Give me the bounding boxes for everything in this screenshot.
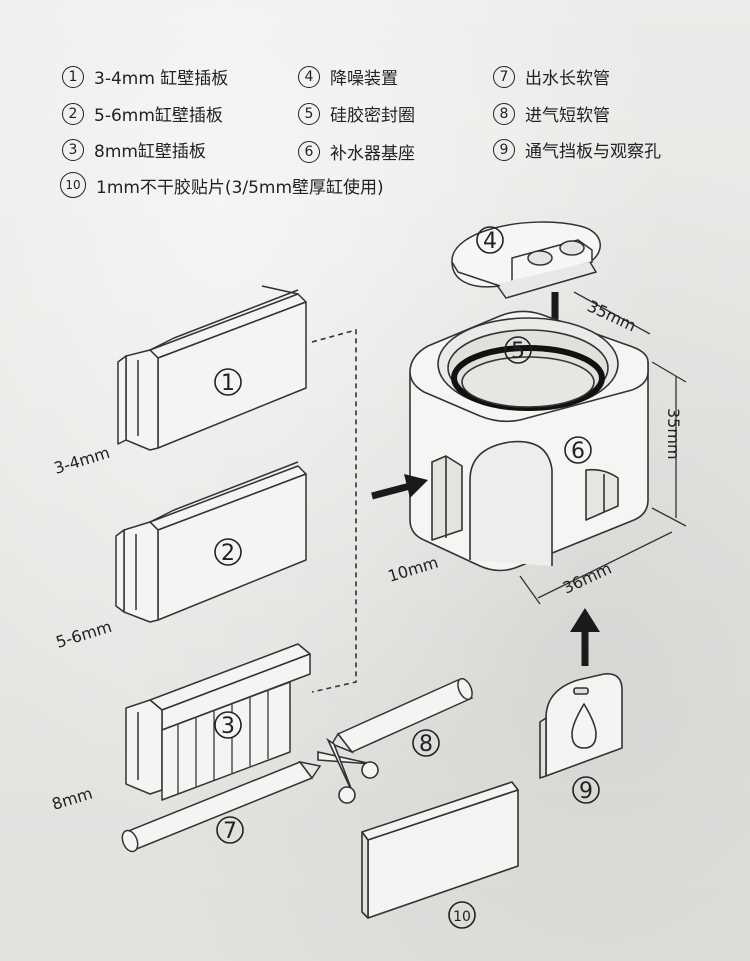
- noise-reducer-cap: [451, 221, 601, 299]
- arrow-head: [570, 608, 600, 632]
- legend-number: 9: [493, 138, 515, 161]
- legend-text: 硅胶密封圈: [330, 106, 415, 126]
- long-outlet-tube: [121, 760, 322, 853]
- legend-number: 8: [493, 102, 515, 125]
- dim-top-depth: 35mm: [584, 296, 639, 335]
- callout-circle: [572, 776, 600, 804]
- callout-circle: [476, 226, 504, 254]
- callout-5: 5: [511, 339, 525, 364]
- legend-number: 1: [62, 65, 84, 88]
- dimension-lines: [519, 291, 687, 605]
- wall-plate-8mm: [125, 643, 311, 801]
- dim-slot: 10mm: [386, 553, 441, 586]
- legend-number: 7: [493, 65, 515, 88]
- callout-1: 1: [221, 371, 235, 396]
- arrow-head: [404, 474, 428, 498]
- wall-plate-5-6mm: [115, 461, 307, 623]
- legend-text: 降噪装置: [330, 69, 398, 89]
- dim-plate-2: 5-6mm: [54, 617, 114, 652]
- legend-item-7: 7 出水长软管: [493, 64, 610, 89]
- legend-item-6: 6 补水器基座: [298, 139, 415, 164]
- callout-circle: [214, 711, 242, 739]
- callout-circle: [412, 729, 440, 757]
- plate-bracket: [311, 328, 357, 693]
- callout-circle: [214, 368, 242, 396]
- legend-text: 8mm缸壁插板: [94, 142, 206, 162]
- legend-item-4: 4 降噪装置: [298, 64, 398, 89]
- dim-plate-3: 8mm: [50, 784, 95, 814]
- callout-4: 4: [483, 229, 497, 254]
- callout-7: 7: [223, 819, 237, 844]
- callout-circle: [504, 336, 532, 364]
- legend-text: 通气挡板与观察孔: [525, 142, 661, 162]
- short-air-tube: [330, 677, 474, 754]
- legend-number: 3: [62, 138, 84, 161]
- legend-text: 出水长软管: [525, 69, 610, 89]
- legend-number: 10: [60, 172, 86, 198]
- callout-2: 2: [221, 541, 235, 566]
- callout-3: 3: [221, 714, 235, 739]
- arrow-right: [371, 482, 411, 500]
- legend-item-1: 1 3-4mm 缸壁插板: [62, 64, 228, 89]
- legend-item-2: 2 5-6mm缸壁插板: [62, 101, 223, 126]
- legend-text: 进气短软管: [525, 106, 610, 126]
- refill-base: [409, 310, 649, 572]
- callout-8: 8: [419, 732, 433, 757]
- legend-text: 3-4mm 缸壁插板: [94, 69, 229, 89]
- callout-circle: [448, 901, 476, 929]
- legend-item-5: 5 硅胶密封圈: [298, 101, 415, 126]
- legend-number: 5: [298, 102, 320, 125]
- wall-plate-3-4mm: [117, 285, 307, 451]
- vent-baffle: [539, 673, 623, 779]
- legend-number: 4: [298, 65, 320, 88]
- callout-circle: [216, 816, 244, 844]
- legend-number: 6: [298, 140, 320, 163]
- dim-plate-1: 3-4mm: [52, 443, 112, 478]
- dim-width: 36mm: [560, 559, 615, 598]
- legend-item-3: 3 8mm缸壁插板: [62, 137, 206, 162]
- legend-text: 补水器基座: [330, 144, 415, 164]
- legend-item-9: 9 通气挡板与观察孔: [493, 137, 661, 162]
- callout-circle: [214, 538, 242, 566]
- dim-height: 35mm: [664, 408, 683, 460]
- legend-item-10: 10 1mm不干胶贴片(3/5mm壁厚缸使用): [60, 172, 384, 198]
- legend-number: 2: [62, 102, 84, 125]
- callout-10: 10: [453, 909, 471, 925]
- legend-text: 1mm不干胶贴片(3/5mm壁厚缸使用): [96, 177, 384, 198]
- callout-6: 6: [571, 439, 585, 464]
- legend-item-8: 8 进气短软管: [493, 101, 610, 126]
- adhesive-pad: [361, 781, 519, 919]
- scissors-icon: [317, 737, 379, 804]
- callout-circle: [564, 436, 592, 464]
- callout-9: 9: [579, 779, 593, 804]
- legend-text: 5-6mm缸壁插板: [94, 106, 223, 126]
